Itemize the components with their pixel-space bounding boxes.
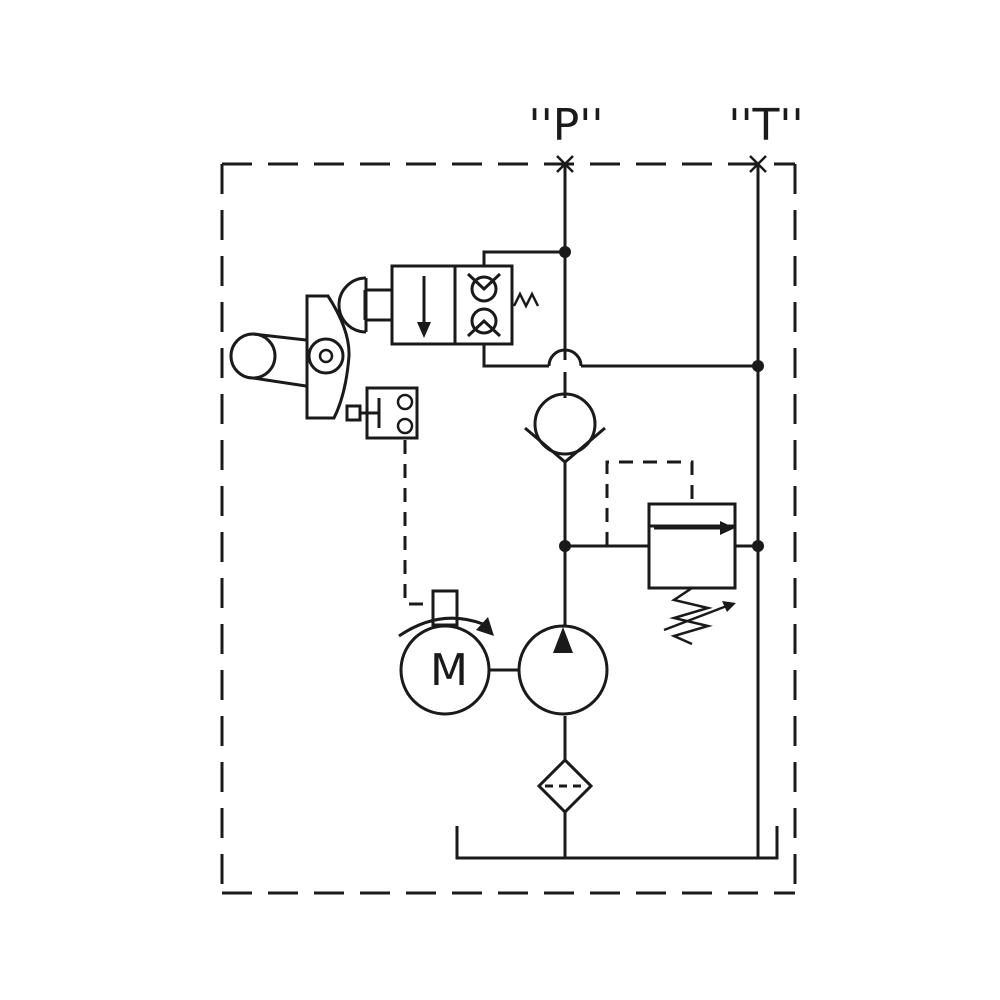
check-valve	[524, 392, 606, 464]
pressure-relief-valve	[565, 460, 758, 646]
electric-motor: M	[398, 589, 494, 716]
junction-dot	[752, 360, 764, 372]
pressure-switch	[345, 386, 419, 440]
control-signal-line	[403, 440, 432, 606]
filter	[536, 757, 594, 815]
directional-valve	[337, 264, 540, 346]
port-p-label: ''P''	[529, 100, 604, 151]
valve-pilot-lines	[482, 250, 758, 368]
junction-dot	[559, 246, 571, 258]
reservoir-tank	[455, 826, 779, 860]
pressure-line	[547, 164, 583, 858]
port-t-label: ''T''	[728, 100, 803, 151]
motor-label: M	[430, 645, 468, 696]
hydraulic-pump	[489, 624, 609, 716]
enclosure-boundary	[220, 162, 797, 895]
lever-cam-mechanism	[229, 294, 351, 420]
